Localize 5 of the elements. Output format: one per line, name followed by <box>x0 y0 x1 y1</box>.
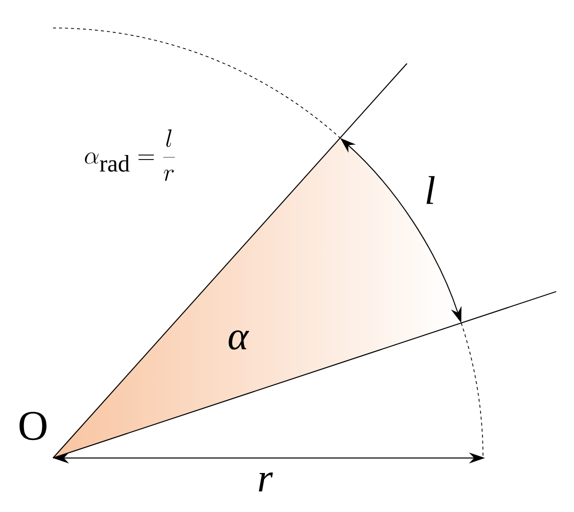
dimension-label: l <box>426 176 435 204</box>
formula: $\alpha_{\mathrm{rad}}=\frac{l}{r}$ <box>84 129 175 181</box>
point-label: O <box>20 412 46 440</box>
angle-label: α <box>228 330 250 350</box>
dimension-label: r <box>258 472 273 492</box>
